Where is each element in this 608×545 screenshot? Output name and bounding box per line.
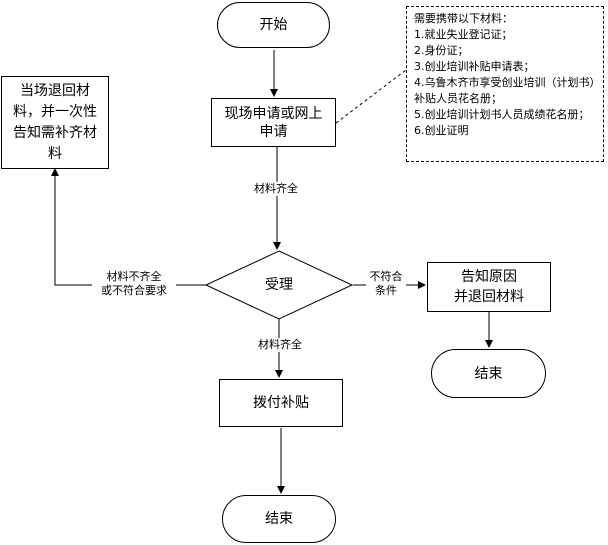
pay-label: 拨付补贴 (253, 395, 309, 411)
reject-left-label: 当场退回材料，并一次性告知需补齐材料 (13, 82, 97, 162)
accept-node: 受理 (244, 273, 314, 297)
materials-note-item-2: 2.身份证； (414, 44, 469, 57)
apply-node: 现场申请或网上申请 (211, 98, 336, 147)
reject-left-node: 当场退回材料，并一次性告知需补齐材料 (1, 76, 109, 169)
notify-node: 告知原因 并退回材料 (427, 262, 551, 312)
accept-diamond (204, 250, 354, 320)
materials-note-item-3: 3.创业培训补贴申请表； (414, 60, 535, 73)
apply-label: 现场申请或网上申请 (224, 105, 323, 140)
materials-note-item-1: 1.就业失业登记证； (414, 28, 513, 41)
label-incomplete: 材料不齐全 或不符合要求 (92, 270, 176, 298)
start-label: 开始 (259, 17, 288, 33)
note-callout-line (335, 69, 407, 124)
materials-note-item-4: 4.乌鲁木齐市享受创业培训（计划书）补贴人员花名册； (414, 76, 595, 105)
end-bottom-node: 结束 (222, 495, 336, 543)
end-right-node: 结束 (431, 349, 546, 398)
end-right-label: 结束 (474, 365, 503, 382)
materials-note: 需要携带以下材料： 1.就业失业登记证； 2.身份证； 3.创业培训补贴申请表；… (406, 6, 604, 162)
label-complete-2: 材料齐全 (252, 338, 308, 352)
end-bottom-label: 结束 (265, 511, 293, 527)
label-not-eligible: 不符合 条件 (366, 270, 406, 298)
accept-label: 受理 (265, 277, 293, 293)
pay-node: 拨付补贴 (219, 379, 343, 427)
label-complete-1: 材料齐全 (248, 182, 304, 196)
arrow-accept-to-reject (51, 168, 206, 286)
notify-label: 告知原因 并退回材料 (454, 269, 524, 305)
materials-note-item-6: 6.创业证明 (414, 124, 469, 137)
start-node: 开始 (217, 2, 330, 48)
materials-note-item-5: 5.创业培训计划书人员成绩花名册； (414, 108, 590, 121)
materials-note-title: 需要携带以下材料： (414, 12, 513, 25)
